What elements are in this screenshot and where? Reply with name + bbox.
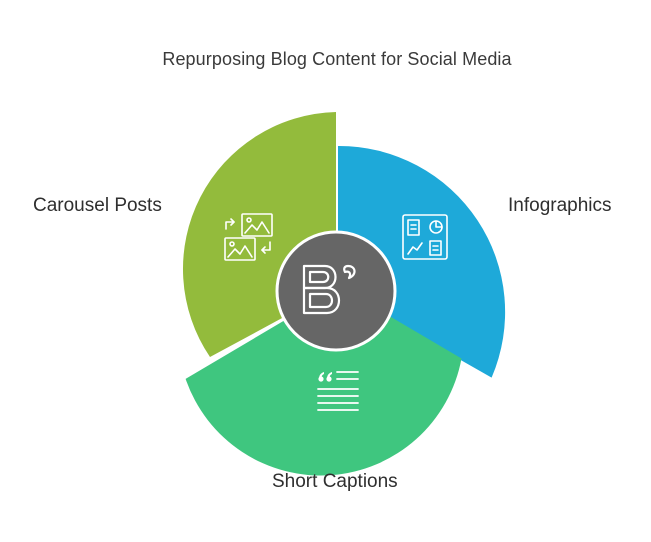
image-carousel-icon	[224, 213, 273, 261]
segment-short-captions	[185, 312, 462, 476]
text-quote-icon	[317, 371, 359, 411]
segment-infographics	[338, 145, 506, 378]
segment-carousel-posts	[182, 112, 336, 357]
label-infographics: Infographics	[508, 195, 612, 216]
diagram-title: Repurposing Blog Content for Social Medi…	[162, 49, 512, 69]
label-short-captions: Short Captions	[272, 471, 398, 492]
label-carousel-posts: Carousel Posts	[33, 195, 162, 216]
infographic-icon	[402, 214, 448, 260]
blog-logo-icon	[302, 264, 356, 315]
quote-marks-icon	[318, 372, 332, 382]
